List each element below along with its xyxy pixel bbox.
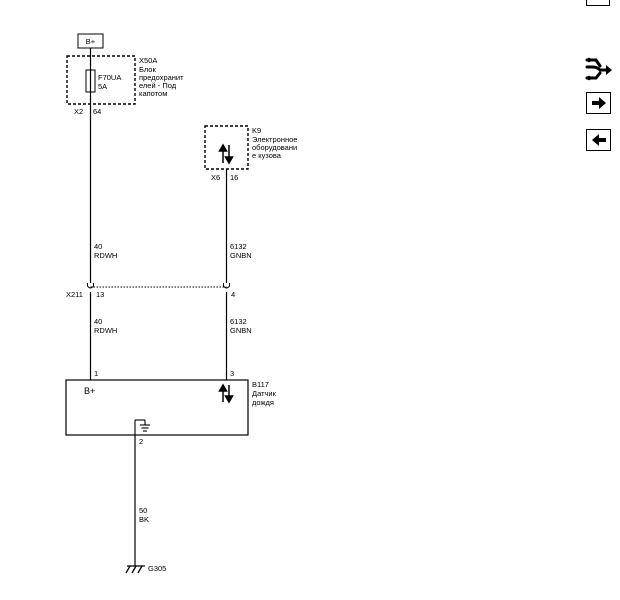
body-module-connector-label: X6 bbox=[211, 173, 220, 182]
inline-connector-mask bbox=[85, 283, 232, 292]
wire-ground-color: BK bbox=[139, 515, 149, 524]
wire-lower-left-color: RDWH bbox=[94, 326, 117, 335]
inline-connector-pin-right bbox=[223, 283, 230, 289]
ground-id: G305 bbox=[148, 564, 166, 573]
sensor-pin-power-label: 1 bbox=[94, 369, 98, 378]
wire-ground-circuit: 50 bbox=[139, 506, 147, 515]
sensor-id: B117 bbox=[252, 380, 269, 389]
connector-tree-icon[interactable] bbox=[584, 54, 612, 84]
body-module-id: K9 bbox=[252, 126, 261, 135]
chassis-ground-icon bbox=[125, 565, 145, 574]
fuse-block-name-2: предохранит bbox=[139, 73, 184, 82]
body-module-name-2: оборудовани bbox=[252, 143, 297, 152]
sensor-name-1: Датчик bbox=[252, 389, 277, 398]
sensor-data-arrows-icon bbox=[218, 383, 234, 404]
fuse-pin-label: 64 bbox=[93, 107, 101, 116]
body-module-pin-label: 16 bbox=[230, 173, 238, 182]
fuse-id: F70UA bbox=[98, 73, 121, 82]
fuse-block-box bbox=[66, 55, 136, 105]
sensor-box bbox=[65, 379, 249, 436]
wire-upper-right-circuit: 6132 bbox=[230, 242, 247, 251]
inline-connector-id: X211 bbox=[66, 290, 83, 299]
arrow-right-icon bbox=[591, 97, 606, 109]
nav-top-button[interactable] bbox=[586, 0, 610, 6]
fuse-block-name-4: капотом bbox=[139, 89, 167, 98]
fuse-connector-label: X2 bbox=[74, 107, 83, 116]
sensor-ground-symbol-icon bbox=[134, 419, 150, 435]
sensor-power-label: B+ bbox=[84, 386, 95, 396]
inline-connector-pin-left-label: 13 bbox=[96, 290, 104, 299]
wire-upper-right-color: GNBN bbox=[230, 251, 252, 260]
previous-button[interactable] bbox=[586, 129, 611, 151]
sensor-name-2: дождя bbox=[252, 398, 274, 407]
wire-lower-left-circuit: 40 bbox=[94, 317, 102, 326]
sensor-pin-ground-label: 2 bbox=[139, 437, 143, 446]
wire-lower-right-color: GNBN bbox=[230, 326, 252, 335]
inline-connector-pin-right-label: 4 bbox=[231, 290, 235, 299]
body-module-name-3: е кузова bbox=[252, 151, 282, 160]
data-arrows-icon bbox=[218, 143, 234, 165]
fuse-rating: 5A bbox=[98, 82, 107, 91]
fuse-block-id: X50A bbox=[139, 56, 157, 65]
connector-tree-icon-graphic bbox=[585, 57, 612, 81]
body-module-name-1: Электронное bbox=[252, 135, 297, 144]
sensor-pin-data-label: 3 bbox=[230, 369, 234, 378]
wire-lower-right-circuit: 6132 bbox=[230, 317, 247, 326]
fuse-block-name-1: Блок bbox=[139, 65, 156, 74]
wire-upper-left-color: RDWH bbox=[94, 251, 117, 260]
next-button[interactable] bbox=[586, 92, 611, 114]
arrow-left-icon bbox=[591, 134, 606, 146]
power-source-label: B+ bbox=[86, 37, 96, 46]
fuse-block-name-3: елей - Под bbox=[139, 81, 177, 90]
inline-connector-pin-left bbox=[87, 283, 94, 289]
wire-upper-left-circuit: 40 bbox=[94, 242, 102, 251]
body-module-box bbox=[204, 125, 249, 170]
